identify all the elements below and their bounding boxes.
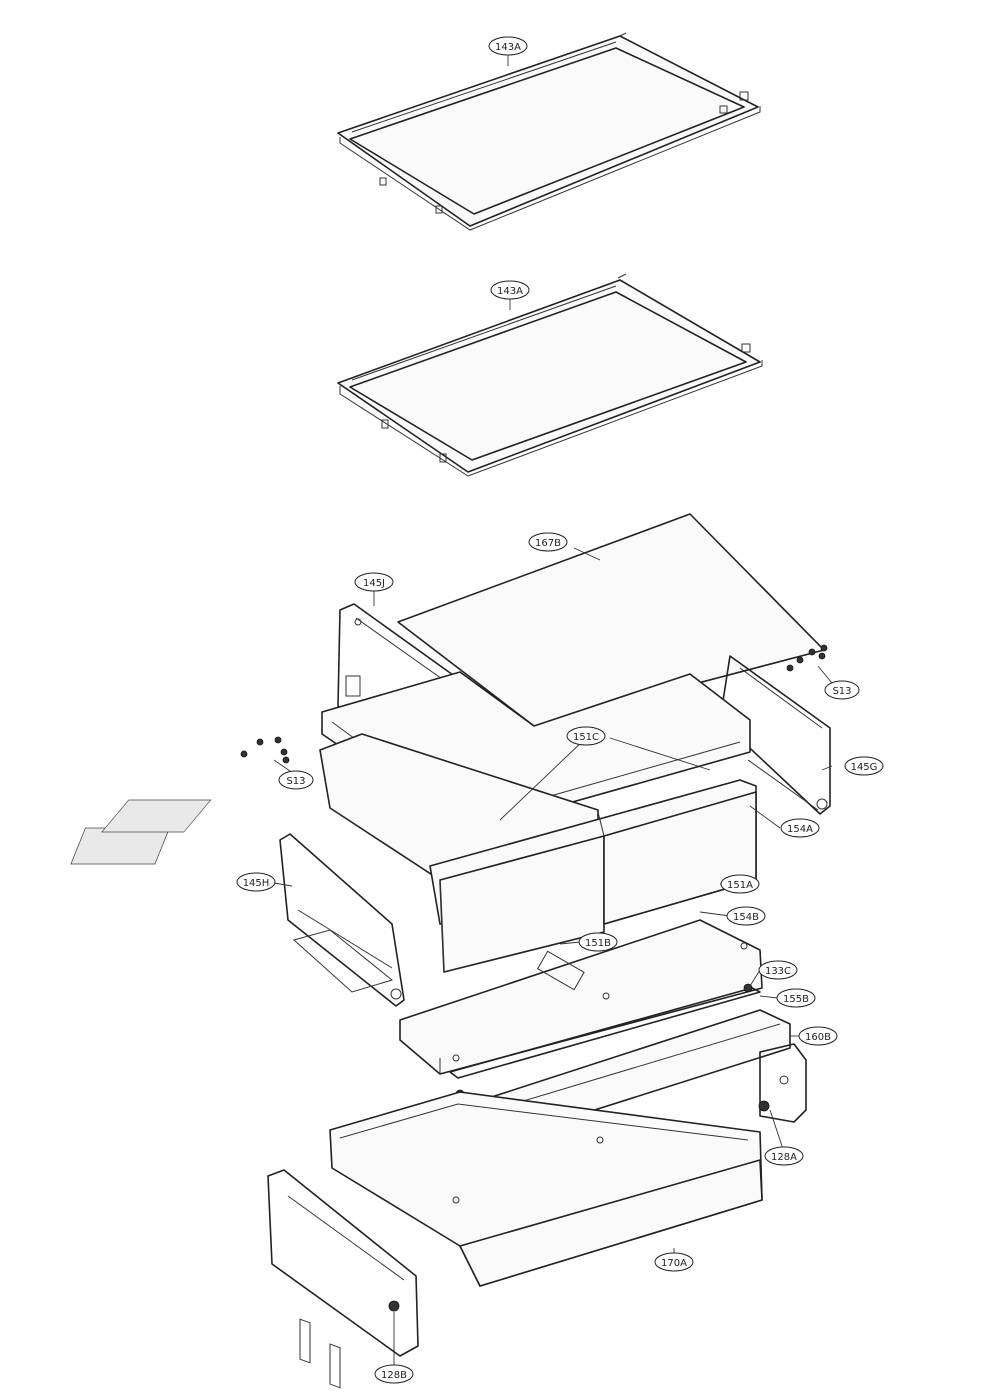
svg-text:S13: S13 xyxy=(832,686,851,697)
svg-text:155B: 155B xyxy=(783,994,809,1005)
svg-text:151A: 151A xyxy=(727,880,753,891)
left-rail-front xyxy=(279,833,405,1007)
callout-154b: 154B xyxy=(726,906,766,926)
svg-text:143A: 143A xyxy=(495,42,521,53)
callout-143a-second: 143A xyxy=(490,280,530,300)
callout-145h: 145H xyxy=(236,872,276,892)
callout-151c: 151C xyxy=(566,726,606,746)
callout-151b: 151B xyxy=(578,932,618,952)
glass-shelf-top xyxy=(337,32,761,231)
screw-set-right xyxy=(786,644,828,672)
callout-s13-left: S13 xyxy=(278,770,314,790)
svg-text:128B: 128B xyxy=(381,1370,407,1381)
callout-145j: 145J xyxy=(354,572,394,592)
callout-154a: 154A xyxy=(780,818,820,838)
callout-155b: 155B xyxy=(776,988,816,1008)
callout-145g: 145G xyxy=(844,756,884,776)
svg-text:160B: 160B xyxy=(805,1032,831,1043)
svg-text:143A: 143A xyxy=(497,286,523,297)
svg-text:154A: 154A xyxy=(787,824,813,835)
callout-labels: 143A 143A 167B 145J S13 151C 145G S13 xyxy=(236,36,884,1384)
lower-drawer-pan xyxy=(329,1091,763,1287)
left-bracket xyxy=(267,1169,419,1389)
svg-text:170A: 170A xyxy=(661,1258,687,1269)
screw-set-left xyxy=(240,736,290,764)
callout-s13-right: S13 xyxy=(824,680,860,700)
svg-text:167B: 167B xyxy=(535,538,561,549)
svg-text:154B: 154B xyxy=(733,912,759,923)
svg-text:145G: 145G xyxy=(851,762,878,773)
callout-143a-top: 143A xyxy=(488,36,528,56)
svg-text:145J: 145J xyxy=(363,578,385,589)
callout-170a: 170A xyxy=(654,1252,694,1272)
callout-128b: 128B xyxy=(374,1364,414,1384)
callout-160b: 160B xyxy=(798,1026,838,1046)
svg-text:133C: 133C xyxy=(765,966,791,977)
svg-text:128A: 128A xyxy=(771,1152,797,1163)
crisper-base-plate xyxy=(399,919,763,1075)
glass-shelf-second xyxy=(337,273,763,477)
svg-text:145H: 145H xyxy=(243,878,270,889)
right-bracket xyxy=(758,1043,807,1123)
svg-text:151C: 151C xyxy=(573,732,599,743)
callout-167b: 167B xyxy=(528,532,568,552)
callout-151a: 151A xyxy=(720,874,760,894)
crisper-drawers xyxy=(70,733,757,973)
svg-text:S13: S13 xyxy=(286,776,305,787)
callout-128a: 128A xyxy=(764,1146,804,1166)
callout-133c: 133C xyxy=(758,960,798,980)
svg-text:151B: 151B xyxy=(585,938,611,949)
